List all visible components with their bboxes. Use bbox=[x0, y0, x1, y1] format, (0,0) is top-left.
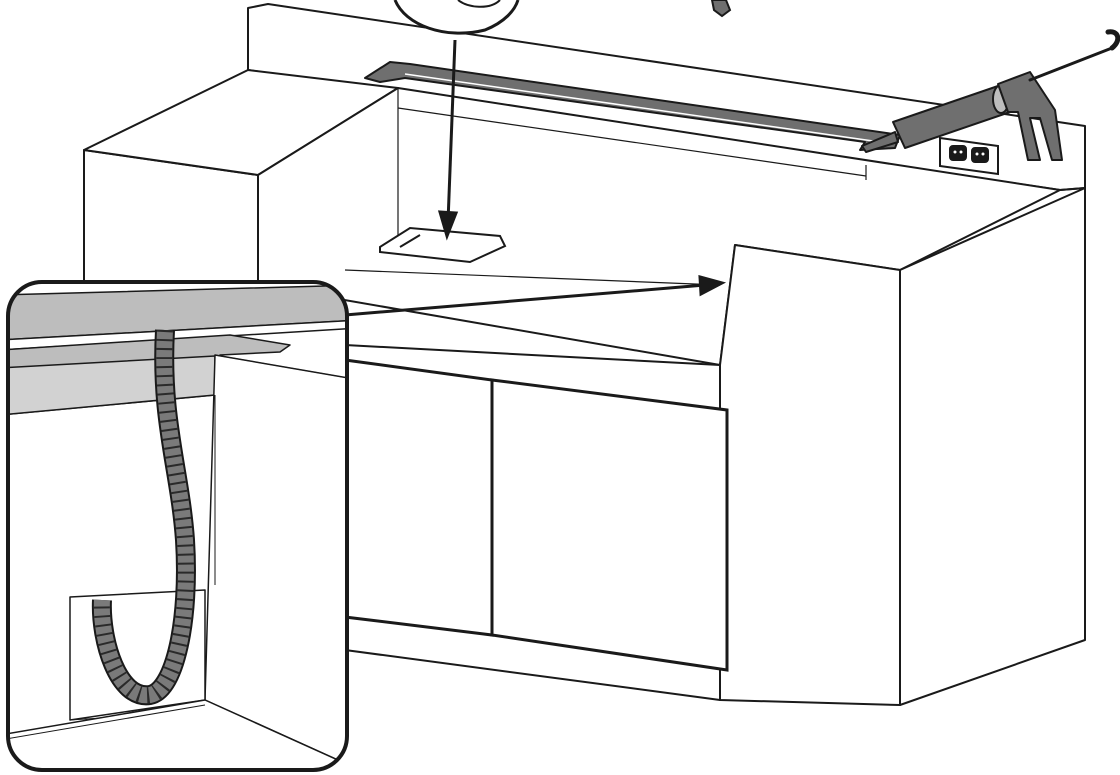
caulk-gun-icon bbox=[861, 29, 1120, 161]
callout-arrow-down bbox=[437, 39, 459, 241]
detail-callout-circle bbox=[393, 0, 520, 35]
electrical-outlet-icon bbox=[939, 136, 999, 176]
cabinet-door-right bbox=[490, 378, 729, 672]
callout-arrow-right bbox=[344, 275, 727, 317]
sink-cutout bbox=[379, 226, 507, 264]
detail-inset bbox=[6, 280, 349, 772]
cabinet-door-left bbox=[343, 358, 494, 637]
dishwasher-drain-hose bbox=[91, 329, 196, 706]
counter-edge-lines bbox=[344, 88, 867, 286]
screw-icon bbox=[710, 0, 732, 18]
cabinet-doors bbox=[343, 358, 729, 672]
